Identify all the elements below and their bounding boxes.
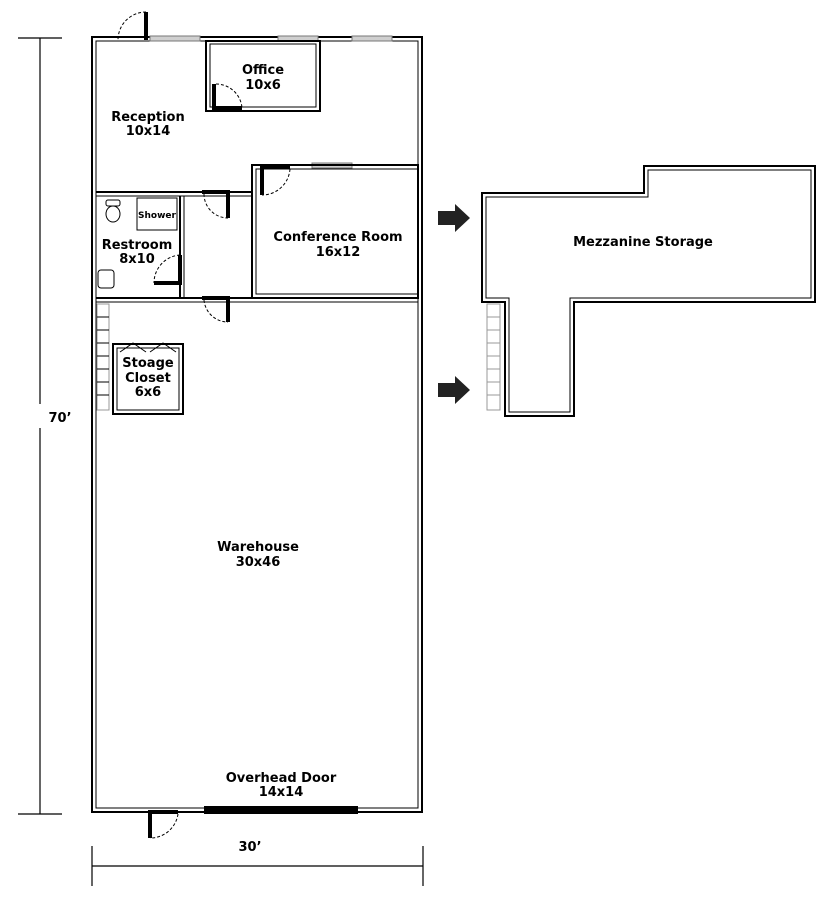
- overhead-door-name: Overhead Door: [226, 771, 337, 786]
- closet-name-line2: Closet: [125, 371, 171, 386]
- width-dimension: 30’: [91, 840, 424, 886]
- arrow-right-icon: [438, 376, 470, 404]
- windows-top: [149, 35, 393, 169]
- conference-size: 16x12: [316, 245, 361, 260]
- height-label: 70’: [48, 411, 71, 426]
- restroom-size: 8x10: [119, 252, 155, 267]
- interior-walls: [96, 164, 419, 303]
- overhead-door: Overhead Door 14x14: [204, 771, 358, 814]
- office-name: Office: [242, 63, 284, 78]
- width-label: 30’: [238, 840, 261, 855]
- toilet-icon: [105, 199, 121, 223]
- arrow-right-icon: [438, 204, 470, 232]
- restroom-name: Restroom: [102, 238, 173, 253]
- doors: [117, 11, 291, 839]
- office-room: Office 10x6: [205, 40, 321, 112]
- office-size: 10x6: [245, 78, 281, 93]
- overhead-door-size: 14x14: [259, 785, 304, 800]
- sink-icon: [97, 269, 115, 289]
- reception-name: Reception: [111, 110, 185, 125]
- stairs-warehouse: [96, 303, 110, 411]
- restroom: Shower Restroom 8x10: [97, 197, 178, 289]
- shower-label: Shower: [138, 211, 176, 221]
- closet-name-line1: Stoage: [122, 356, 174, 371]
- height-dimension: 70’: [18, 37, 72, 815]
- storage-closet: Stoage Closet 6x6: [112, 342, 184, 415]
- building-outline: [91, 36, 423, 813]
- conference-name: Conference Room: [273, 230, 402, 245]
- mezzanine-storage: Mezzanine Storage: [481, 165, 816, 417]
- closet-size: 6x6: [135, 385, 161, 400]
- reception-size: 10x14: [126, 124, 171, 139]
- warehouse-name: Warehouse: [217, 540, 299, 555]
- warehouse-size: 30x46: [236, 555, 281, 570]
- mezzanine-name: Mezzanine Storage: [573, 235, 713, 250]
